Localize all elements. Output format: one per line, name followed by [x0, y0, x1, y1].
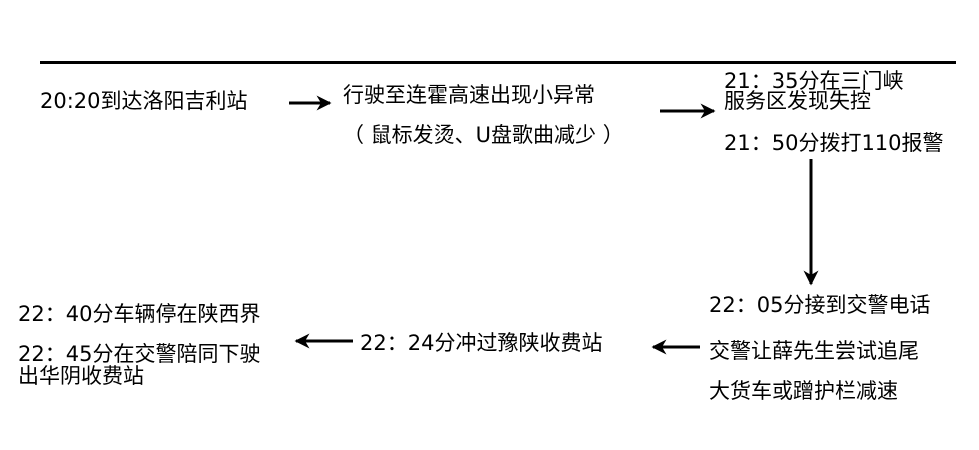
top-rule — [40, 61, 956, 64]
node-loss-of-control-line-2: 服务区发现失控 — [724, 89, 871, 113]
node-loss-of-control: 21：35分在三门峡 服务区发现失控 — [724, 69, 904, 113]
node-toll-station-line-1: 22：24分冲过豫陕收费站 — [360, 331, 603, 355]
node-police-advice-line-1: 交警让薛先生尝试追尾 — [709, 339, 919, 363]
node-exit-line-2: 出华阴收费站 — [18, 364, 144, 388]
node-police-advice: 交警让薛先生尝试追尾 大货车或蹭护栏减速 — [709, 331, 919, 411]
node-toll-station: 22：24分冲过豫陕收费站 — [360, 331, 602, 356]
node-anomaly: 行驶至连霍高速出现小异常 （ 鼠标发烫、U盘歌曲减少 ） — [343, 75, 624, 155]
node-arrival: 20:20到达洛阳吉利站 — [40, 89, 248, 114]
node-exit-line-1: 22：45分在交警陪同下驶 — [18, 342, 261, 366]
node-loss-of-control-line-1: 21：35分在三门峡 — [724, 69, 904, 93]
node-anomaly-line-1: 行驶至连霍高速出现小异常 — [343, 83, 595, 107]
node-stop: 22：40分车辆停在陕西界 — [18, 302, 260, 327]
node-stop-line-1: 22：40分车辆停在陕西界 — [18, 302, 261, 326]
node-call-police: 21：50分拨打110报警 — [724, 131, 944, 156]
node-call-police-line-1: 21：50分拨打110报警 — [724, 131, 944, 155]
node-police-advice-line-2: 大货车或蹭护栏减速 — [709, 379, 898, 403]
node-police-call: 22：05分接到交警电话 — [709, 293, 930, 318]
node-arrival-line-1: 20:20到达洛阳吉利站 — [40, 89, 248, 113]
node-police-call-line-1: 22：05分接到交警电话 — [709, 293, 931, 317]
node-anomaly-line-2: （ 鼠标发烫、U盘歌曲减少 ） — [343, 123, 624, 147]
node-exit: 22：45分在交警陪同下驶 出华阴收费站 — [18, 343, 260, 387]
